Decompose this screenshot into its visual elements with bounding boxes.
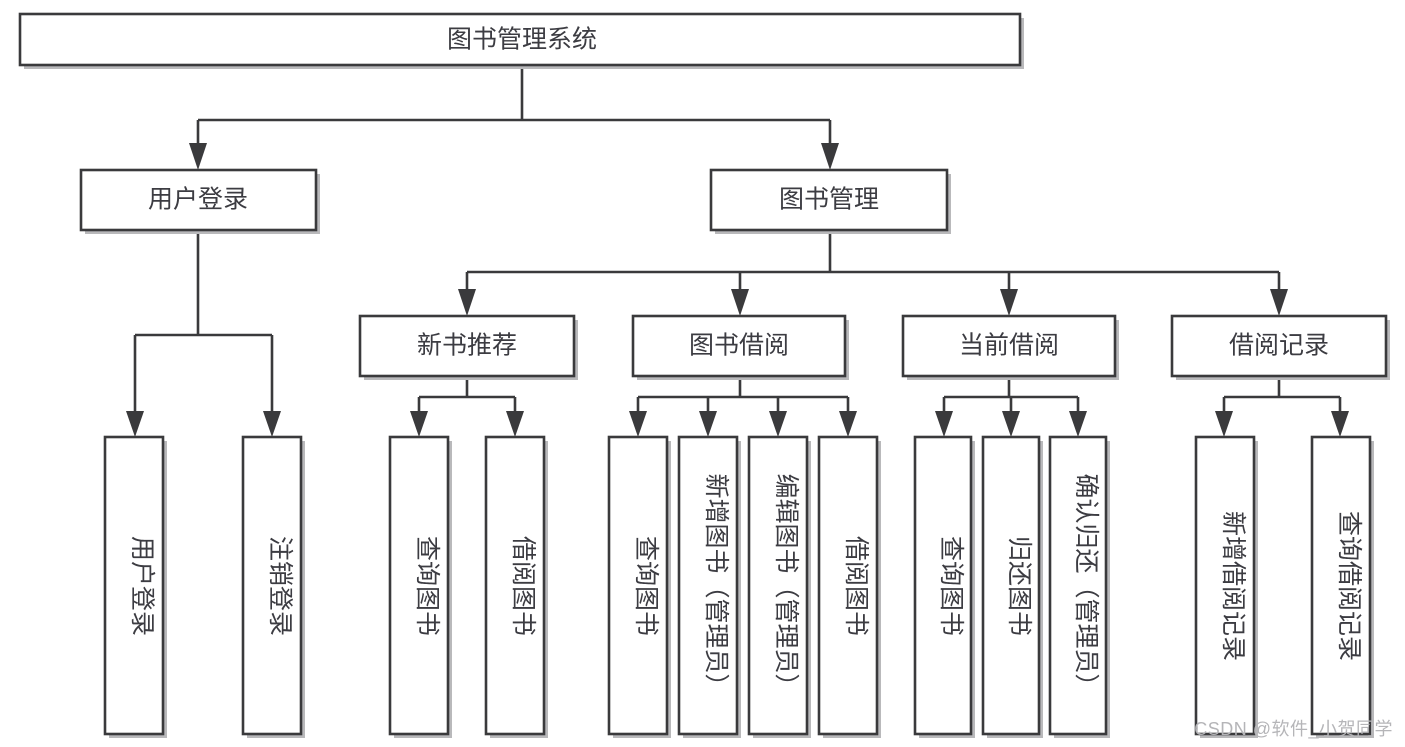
arrowhead-leaf-bb-borrow [839,411,857,437]
node-leaf-br-add-box [1194,435,1256,736]
node-leaf-cb-query-box [913,435,973,736]
arrowhead-leaf-cb-query [935,411,953,437]
node-book-manage[interactable]: 图书管理 [709,168,951,234]
arrowhead-book-manage [821,143,839,170]
node-borrow-record[interactable]: 借阅记录 [1170,314,1390,380]
node-leaf-bb-edit[interactable]: 编辑图书（管理员） [747,435,811,738]
node-leaf-rec-borrow-box [484,435,546,736]
node-leaf-bb-borrow[interactable]: 借阅图书 [817,435,881,738]
node-leaf-br-add[interactable]: 新增借阅记录 [1194,435,1258,738]
node-current-borrow-box [901,314,1117,378]
node-leaf-bb-edit-box [747,435,809,736]
node-leaf-br-query[interactable]: 查询借阅记录 [1310,435,1374,738]
node-leaf-cb-return-label: 归还图书 [1005,536,1033,636]
node-leaf-bb-query-box [607,435,669,736]
node-leaf-user-login-label: 用户登录 [128,536,156,636]
node-book-manage-label: 图书管理 [779,186,879,214]
arrowhead-leaf-user-login [126,411,144,437]
node-root[interactable]: 图书管理系统 [18,12,1024,69]
node-leaf-br-query-label: 查询借阅记录 [1335,511,1363,661]
node-root-label: 图书管理系统 [447,26,597,54]
node-new-book-rec-box [358,314,576,378]
node-leaf-user-login-box [103,435,165,736]
arrowhead-borrow-record [1270,289,1288,316]
arrowhead-leaf-bb-edit [769,411,787,437]
arrowhead-current-borrow [1000,289,1018,316]
node-leaf-rec-query-label: 查询图书 [413,536,441,636]
node-leaf-rec-query[interactable]: 查询图书 [388,435,452,738]
node-leaf-cb-query-label: 查询图书 [937,536,965,636]
arrowhead-leaf-br-query [1331,411,1349,437]
connector-layer [126,68,1349,437]
node-new-book-rec[interactable]: 新书推荐 [358,314,578,380]
node-leaf-rec-borrow[interactable]: 借阅图书 [484,435,548,738]
node-leaf-cb-confirm-label: 确认归还（管理员） [1072,473,1100,698]
arrowhead-leaf-logout [263,411,281,437]
node-book-borrow-box [631,314,847,378]
node-leaf-user-login[interactable]: 用户登录 [103,435,167,738]
node-leaf-rec-query-box [388,435,450,736]
node-leaf-bb-query[interactable]: 查询图书 [607,435,671,738]
node-current-borrow[interactable]: 当前借阅 [901,314,1119,380]
node-leaf-cb-confirm-box [1048,435,1108,736]
node-leaf-logout-box [241,435,303,736]
node-leaf-logout[interactable]: 注销登录 [241,435,305,738]
node-leaf-bb-query-label: 查询图书 [632,536,660,636]
node-book-borrow-label: 图书借阅 [689,332,789,360]
node-leaf-bb-borrow-label: 借阅图书 [842,536,870,636]
node-leaf-bb-add-label: 新增图书（管理员） [702,473,730,698]
arrowhead-leaf-cb-confirm [1069,411,1087,437]
node-user-login-box [79,168,318,232]
node-leaf-cb-query[interactable]: 查询图书 [913,435,975,738]
node-leaf-bb-edit-label: 编辑图书（管理员） [772,473,800,698]
arrowhead-leaf-rec-query [410,411,428,437]
node-leaf-logout-label: 注销登录 [266,536,294,636]
node-new-book-rec-label: 新书推荐 [417,332,517,360]
arrowhead-book-borrow [731,289,749,316]
node-leaf-bb-add-box [677,435,739,736]
node-book-borrow[interactable]: 图书借阅 [631,314,849,380]
node-leaf-br-query-box [1310,435,1372,736]
node-book-manage-box [709,168,949,232]
arrowhead-leaf-bb-query [629,411,647,437]
node-leaf-cb-return-box [981,435,1041,736]
node-leaf-rec-borrow-label: 借阅图书 [509,536,537,636]
arrowhead-leaf-cb-return [1002,411,1020,437]
node-borrow-record-label: 借阅记录 [1229,332,1329,360]
arrowhead-user-login [189,143,207,170]
node-leaf-cb-confirm[interactable]: 确认归还（管理员） [1048,435,1110,738]
node-user-login[interactable]: 用户登录 [79,168,320,234]
arrowhead-leaf-br-add [1215,411,1233,437]
arrowhead-leaf-bb-add [699,411,717,437]
node-leaf-cb-return[interactable]: 归还图书 [981,435,1043,738]
node-leaf-br-add-label: 新增借阅记录 [1219,511,1247,661]
arrowhead-leaf-rec-borrow [506,411,524,437]
node-borrow-record-box [1170,314,1388,378]
node-leaf-bb-add[interactable]: 新增图书（管理员） [677,435,741,738]
node-user-login-label: 用户登录 [148,186,248,214]
node-current-borrow-label: 当前借阅 [959,332,1059,360]
node-leaf-bb-borrow-box [817,435,879,736]
arrowhead-new-book-rec [458,289,476,316]
node-root-box [18,12,1022,67]
